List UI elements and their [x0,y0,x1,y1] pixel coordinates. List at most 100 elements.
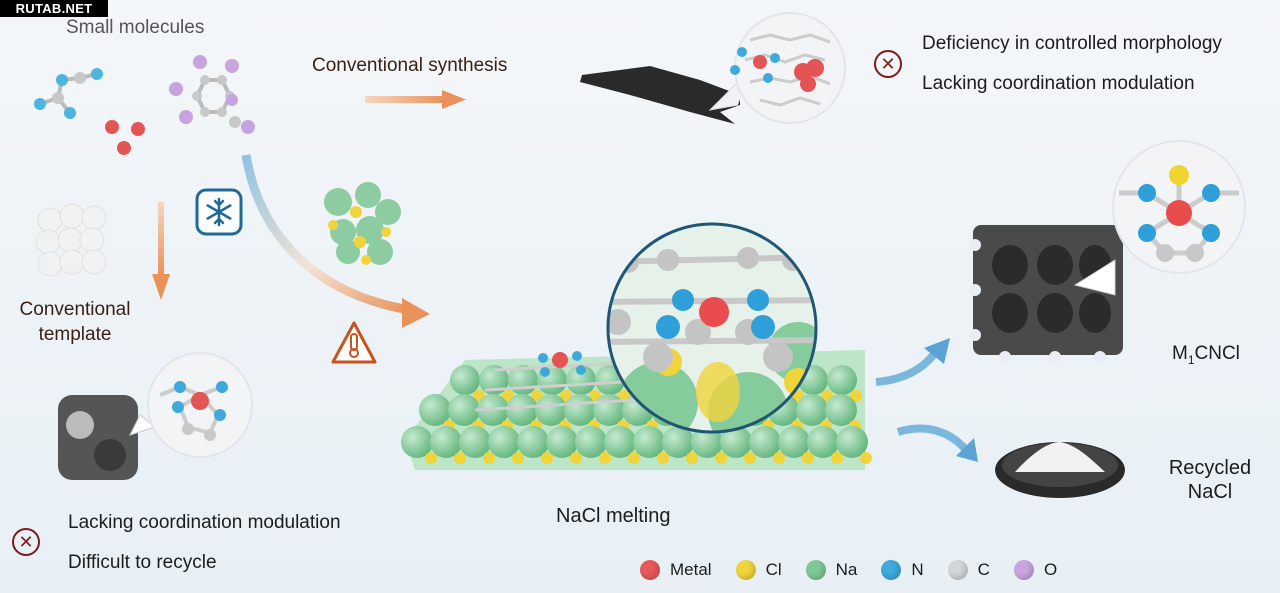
drawback-bottom-2: Difficult to recycle [68,552,217,573]
cl-sphere [831,452,843,464]
legend-item-metal: Metal [640,560,712,580]
legend-label: Cl [765,560,782,579]
conventional-synthesis-label: Conventional synthesis [312,55,508,76]
na-sphere [448,394,480,426]
m1cncl-structure-zoom [1112,140,1246,274]
cl-sphere [570,452,582,464]
small-molecules-label: Small molecules [66,17,205,38]
na-sphere [517,426,549,458]
small-molecules-illustration [34,55,255,155]
cl-sphere [686,452,698,464]
legend-item-na: Na [805,560,858,580]
melting-arrow [241,154,430,328]
conventional-template-line1: Conventional [19,299,131,320]
template-carbon-illustration [58,352,253,480]
na-sphere [488,426,520,458]
na-sphere [459,426,491,458]
cl-atom-icon [735,560,756,580]
cl-sphere [541,452,553,464]
recycled-line2: NaCl [1187,481,1233,503]
na-sphere [575,426,607,458]
cl-sphere [454,452,466,464]
legend-item-cl: Cl [735,560,782,580]
thermometer-warning-icon [331,321,377,364]
conventional-template-label: Conventional template [12,300,138,344]
na-sphere [807,426,839,458]
recycled-line1: Recycled [1168,457,1252,479]
cl-sphere [744,452,756,464]
conventional-template-line2: template [38,324,112,345]
m1cncl-rest: CNCl [1194,343,1240,364]
carbon-sheet-illustration [580,66,740,124]
m1cncl-m: M [1172,343,1188,364]
legend-label: N [911,560,924,579]
na-sphere [749,426,781,458]
na-sphere [827,365,857,395]
legend-label: Metal [670,560,712,579]
cl-sphere [512,452,524,464]
na-atom-icon [805,560,826,580]
recycled-nacl-label: Recycled NaCl [1160,458,1260,502]
cl-sphere [802,452,814,464]
metal-atom-icon [640,560,660,580]
na-sphere [546,426,578,458]
na-sphere [836,426,868,458]
product-arrow [875,338,950,386]
na-sphere [506,394,538,426]
na-sphere [450,365,480,395]
na-sphere [778,426,810,458]
legend-item-o: O [1013,560,1058,580]
legend-item-c: C [947,560,990,580]
n-atom-icon [881,560,902,580]
legend-label: C [977,560,990,579]
legend-label: O [1043,560,1058,579]
cl-sphere [657,452,669,464]
n-molecule [34,68,103,119]
na-sphere [633,426,665,458]
x-circle-icon: ✕ [874,50,902,78]
conventional-structure-zoom [708,12,846,124]
na-sphere [535,394,567,426]
single-atom-zoom-circle [606,222,818,434]
na-sphere [691,426,723,458]
template-arrow [152,202,170,300]
snowflake-icon [195,188,243,236]
recycle-arrow [896,424,978,462]
cl-sphere [773,452,785,464]
na-sphere [796,394,828,426]
nacl-crystal-illustration [324,182,401,265]
drawback-bottom-1: Lacking coordination modulation [68,512,341,533]
na-sphere [419,394,451,426]
na-sphere [566,365,596,395]
cl-sphere [599,452,611,464]
legend-item-n: N [881,560,924,580]
na-sphere [825,394,857,426]
cl-sphere [715,452,727,464]
cl-sphere [425,452,437,464]
na-sphere [479,365,509,395]
drawback-top-2: Lacking coordination modulation [922,73,1195,94]
na-sphere [430,426,462,458]
recycled-nacl-dish [995,442,1125,498]
template-cube-illustration [35,203,107,277]
drawback-top-1: Deficiency in controlled morphology [922,33,1222,54]
o-atom-icon [1013,560,1034,580]
na-sphere [662,426,694,458]
cl-sphere [860,452,872,464]
na-sphere [604,426,636,458]
m1cncl-label: M1CNCl [1172,344,1240,366]
synthesis-arrow [365,90,466,109]
metal-atoms [105,120,145,155]
m1cncl-subscript: 1 [1187,352,1195,367]
cl-sphere [483,452,495,464]
nacl-melting-label: NaCl melting [556,505,671,527]
c-atom-icon [947,560,968,580]
porous-carbon-illustration [969,225,1123,363]
na-sphere [720,426,752,458]
legend-label: Na [835,560,858,579]
legend: Metal Cl Na N C O [640,560,1057,580]
na-sphere [401,426,433,458]
o-molecule [169,55,255,134]
cl-sphere [628,452,640,464]
x-circle-icon: ✕ [12,528,40,556]
